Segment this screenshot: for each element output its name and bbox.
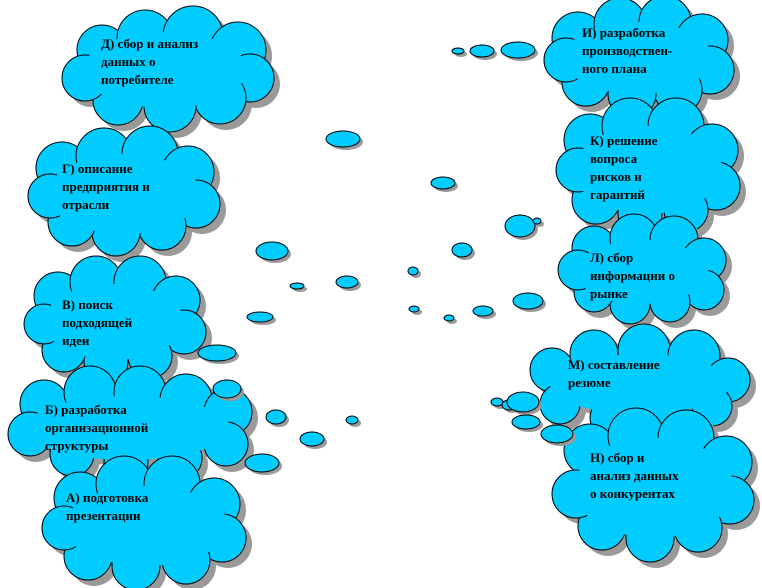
label-line: В) поиск: [62, 297, 113, 312]
bubble-dots: [197, 41, 576, 475]
label-line: Л) сбор: [590, 250, 634, 265]
label-line: анализ данных: [590, 468, 679, 483]
cloud-label-d: Д) сбор и анализ данных о потребителе: [101, 35, 198, 89]
cloud-label-a: А) подготовка презентации: [66, 489, 148, 525]
label-line: М) составление: [568, 357, 660, 372]
cloud-label-g: Г) описание предприятия и отрасли: [62, 160, 150, 214]
label-line: подходящей: [62, 315, 133, 330]
label-line: презентации: [66, 508, 141, 523]
cloud-label-l: Л) сбор информации о рынке: [590, 249, 675, 303]
label-line: потребителе: [101, 72, 174, 87]
label-line: Д) сбор и анализ: [101, 36, 199, 51]
label-line: рынке: [590, 286, 628, 301]
label-line: организационной: [45, 420, 149, 435]
cloud-label-m: М) составление резюме: [568, 356, 660, 392]
cloud-l: [557, 213, 732, 330]
label-line: информации о: [590, 268, 675, 283]
label-line: И) разработка: [582, 25, 666, 40]
label-line: Н) сбор и: [590, 450, 645, 465]
label-line: Б) разработка: [45, 402, 127, 417]
cloud-label-n: Н) сбор и анализ данных о конкурентах: [590, 449, 679, 503]
label-line: рисков и: [590, 169, 642, 184]
label-line: Г) описание: [62, 161, 133, 176]
label-line: А) подготовка: [66, 490, 149, 505]
label-line: резюме: [568, 375, 611, 390]
label-line: отрасли: [62, 197, 110, 212]
label-line: о конкурентах: [590, 486, 675, 501]
label-line: данных о: [101, 54, 156, 69]
label-line: структуры: [45, 438, 109, 453]
cloud-label-i: И) разработка производствен- ного плана: [582, 24, 672, 78]
cloud-k: [555, 97, 746, 242]
label-line: ного плана: [582, 61, 647, 76]
label-line: идеи: [62, 333, 90, 348]
cloud-d: [61, 5, 280, 138]
label-line: производствен-: [582, 43, 673, 58]
label-line: вопроса: [590, 151, 638, 166]
cloud-g: [27, 125, 226, 262]
cloud-label-v: В) поиск подходящей идеи: [62, 296, 132, 350]
cloud-label-b: Б) разработка организационной структуры: [45, 401, 148, 455]
cloud-a: [41, 455, 252, 588]
cloud-label-k: К) решение вопроса рисков и гарантий: [590, 132, 658, 204]
cloud-i: [543, 0, 740, 124]
cloud-b: [7, 365, 258, 490]
label-line: гарантий: [590, 187, 645, 202]
label-line: предприятия и: [62, 179, 150, 194]
cloud-n: [551, 407, 760, 568]
label-line: К) решение: [590, 133, 658, 148]
